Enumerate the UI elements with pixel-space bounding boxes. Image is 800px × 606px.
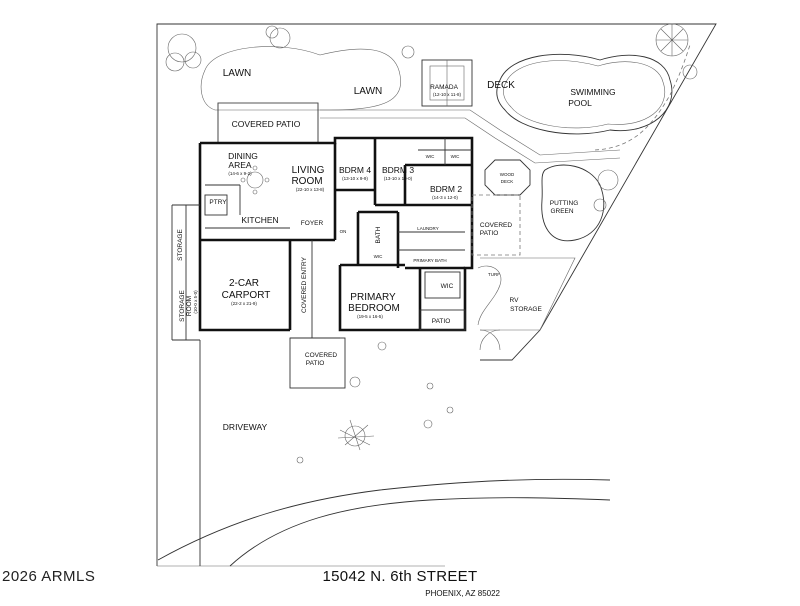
desert-shrub-icon (296, 341, 454, 464)
patio-outline (419, 309, 466, 331)
driveway-curves (157, 340, 611, 567)
covered-patio-right-line2: PATIO (480, 230, 499, 237)
laundry-label: LAUNDRY (417, 226, 438, 231)
lawn-left-outline (200, 46, 402, 111)
bdrm2-dimensions: (14-3 x 12-0) (432, 195, 458, 200)
covered-patio-right-line1: COVERED (480, 222, 512, 229)
on-label: ON (340, 229, 347, 234)
bdrm2-label: BDRM 2 (430, 184, 462, 194)
covered-patio-bottom-line2: PATIO (306, 360, 325, 367)
ramada-label: RAMADA (430, 84, 458, 91)
shrub-cluster-icon (165, 25, 415, 72)
primary-bedroom-label-line1: PRIMARY (350, 292, 396, 303)
covered-patio-bottom-line1: COVERED (305, 352, 337, 359)
deck-label: DECK (487, 80, 515, 91)
bath-label: BATH (375, 226, 382, 243)
property-city: PHOENIX, AZ 85022 (425, 589, 500, 598)
turf-label: TURF (488, 272, 500, 277)
bdrm4-label: BDRM 4 (339, 165, 371, 175)
bdrm3-label: BDRM 3 (382, 165, 414, 175)
living-label-line2: ROOM (291, 176, 322, 187)
storage-room-label-line1: STORAGE (179, 290, 186, 322)
wic-label-b: WIC (451, 154, 460, 159)
patio-label: PATIO (432, 318, 451, 325)
deck-walkway (320, 109, 621, 156)
swimming-pool (496, 44, 691, 151)
carport-dimensions: (22-2 x 21-9) (231, 301, 257, 306)
watermark-text: 2026 ARMLS (2, 568, 96, 585)
foyer-label: FOYER (301, 220, 324, 227)
wood-deck-label-line2: DECK (501, 179, 514, 184)
pantry-label: PTRY (209, 199, 227, 206)
property-address: 15042 N. 6th STREET (322, 568, 478, 585)
dining-dimensions: (14-6 x 9-2) (228, 171, 252, 176)
dining-label-line2: AREA (228, 160, 251, 170)
storage-room-dimensions: (10-0 x 5-0) (193, 290, 198, 314)
primary-bedroom-label-line2: BEDROOM (348, 303, 400, 314)
storage-top-label: STORAGE (177, 229, 184, 261)
wood-deck (484, 159, 531, 196)
lawn-left-label: LAWN (223, 68, 252, 79)
carport-label-line2: CARPORT (222, 290, 271, 301)
wood-deck-label-line1: WOOD (500, 172, 515, 177)
living-dimensions: (22-10 x 13-8) (296, 187, 325, 192)
covered-patio-top-label: COVERED PATIO (232, 119, 301, 129)
rv-storage-outline (480, 257, 576, 331)
carport-label-line1: 2-CAR (229, 278, 259, 289)
palm-tree-icon (655, 23, 698, 80)
covered-patio-right-outline (471, 194, 521, 256)
pool-label-line1: SWIMMING (570, 87, 615, 97)
living-label-line1: LIVING (292, 165, 325, 176)
ramada-structure (421, 59, 473, 107)
tree-icon (593, 169, 619, 212)
putting-green-label-line1: PUTTING (550, 200, 579, 207)
dining-label-line1: DINING (228, 151, 258, 161)
rv-storage-label-line1: RV (510, 297, 520, 304)
bdrm3-dimensions: (13-10 x 10-0) (384, 176, 413, 181)
driveway-label: DRIVEWAY (223, 422, 268, 432)
wic-label-d: WIC (441, 283, 454, 290)
kitchen-label: KITCHEN (241, 215, 278, 225)
putting-green (541, 164, 605, 242)
covered-entry-label: COVERED ENTRY (301, 256, 308, 313)
putting-green-label-line2: GREEN (550, 208, 573, 215)
wic-label-c: WIC (374, 254, 383, 259)
dining-table-icon (240, 165, 270, 195)
ramada-dimensions: (12-10 x 11-8) (433, 92, 461, 97)
storage-room-label-line2: ROOM (186, 296, 193, 316)
primary-bath-label: PRIMARY BATH (413, 258, 446, 263)
property-boundary (156, 23, 717, 567)
bdrm4-dimensions: (13-10 x 9-9) (342, 176, 368, 181)
pool-label-line2: POOL (568, 98, 592, 108)
wic-label-a: WIC (426, 154, 435, 159)
primary-bedroom-dimensions: (19-5 x 16-5) (357, 314, 383, 319)
covered-patio-bottom-outline (289, 337, 346, 389)
lawn-center-label: LAWN (354, 86, 383, 97)
rv-storage-label-line2: STORAGE (510, 306, 542, 313)
house-walls (171, 136, 474, 341)
